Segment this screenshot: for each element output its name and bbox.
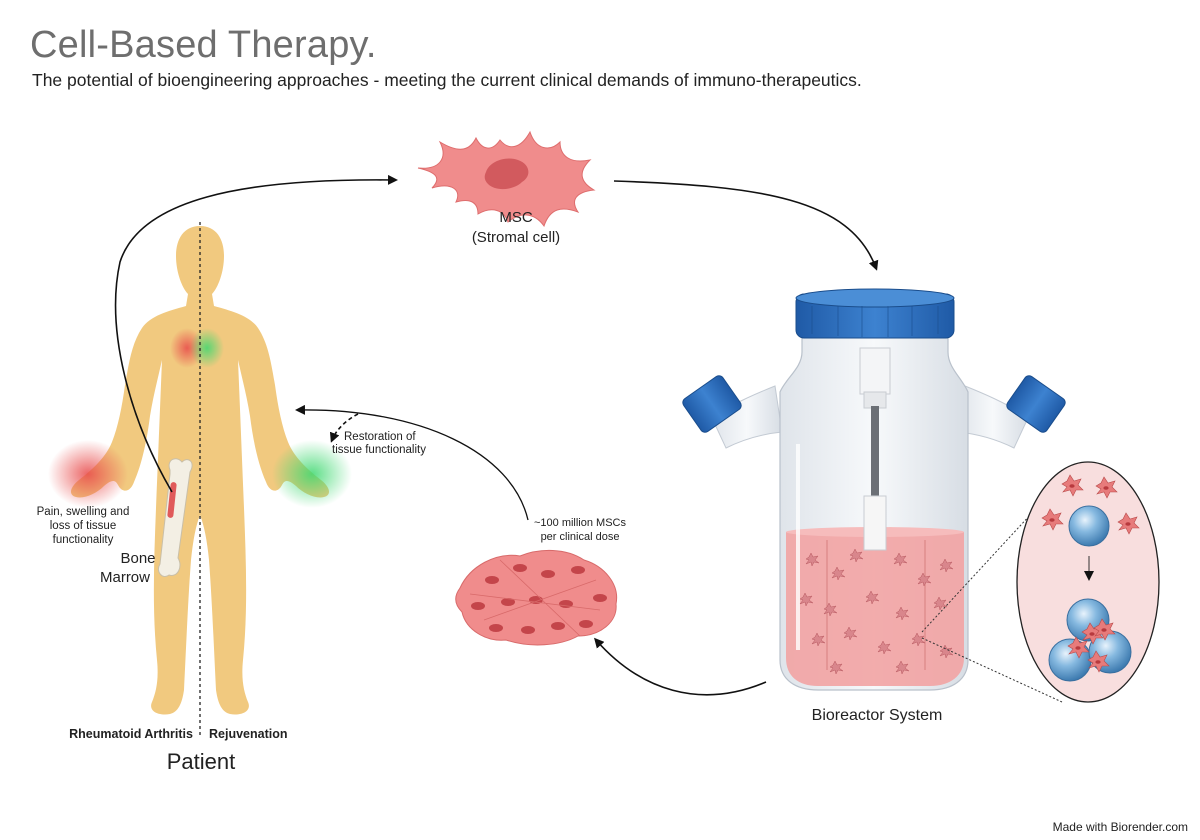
rheumatoid-arthritis-label: Rheumatoid Arthritis xyxy=(69,727,193,741)
msc-cell-icon xyxy=(417,130,596,228)
hand-inflammation-glow xyxy=(48,440,128,508)
harvest-expanded-arrow xyxy=(594,637,767,696)
bone-marrow-label-line1: Bone xyxy=(120,550,155,567)
hand-healing-glow xyxy=(272,440,352,508)
infusion-arrow xyxy=(295,404,529,521)
restoration-arrow xyxy=(329,413,359,443)
zoom-line-bottom xyxy=(921,637,1063,703)
footer-credit: Made with Biorender.com xyxy=(1052,820,1188,834)
restoration-label-line2: tissue functionality xyxy=(332,444,426,456)
pain-label-line2: loss of tissue xyxy=(50,520,116,532)
bone-marrow-label-line2: Marrow xyxy=(100,569,150,586)
zoom-line-top xyxy=(921,499,1045,633)
restoration-label-line1: Restoration of xyxy=(344,431,416,443)
page-title: Cell-Based Therapy. xyxy=(30,24,377,66)
msc-label: MSC xyxy=(499,209,533,226)
patient-figure xyxy=(48,222,352,738)
msc-label-sub: (Stromal cell) xyxy=(472,229,560,246)
patient-label: Patient xyxy=(167,749,236,774)
rejuvenation-label: Rejuvenation xyxy=(209,727,288,741)
expanded-msc-sheet-icon xyxy=(455,549,618,646)
femur-bone-icon xyxy=(157,458,193,578)
pain-label-line3: functionality xyxy=(53,534,114,546)
page-subtitle: The potential of bioengineering approach… xyxy=(32,70,862,90)
dose-label-line1: ~100 million MSCs xyxy=(534,517,627,529)
chest-healing-glow xyxy=(190,328,224,368)
harvest-arrow xyxy=(114,174,398,493)
microcarrier-bead-icon xyxy=(1068,505,1110,547)
microcarrier-zoom-inset xyxy=(1016,461,1160,703)
dose-label-line2: per clinical dose xyxy=(541,531,620,543)
seeding-arrow xyxy=(613,180,879,271)
pain-label-line1: Pain, swelling and xyxy=(37,506,130,518)
bioreactor-flask-icon xyxy=(682,288,1066,691)
bioreactor-label: Bioreactor System xyxy=(812,707,943,724)
